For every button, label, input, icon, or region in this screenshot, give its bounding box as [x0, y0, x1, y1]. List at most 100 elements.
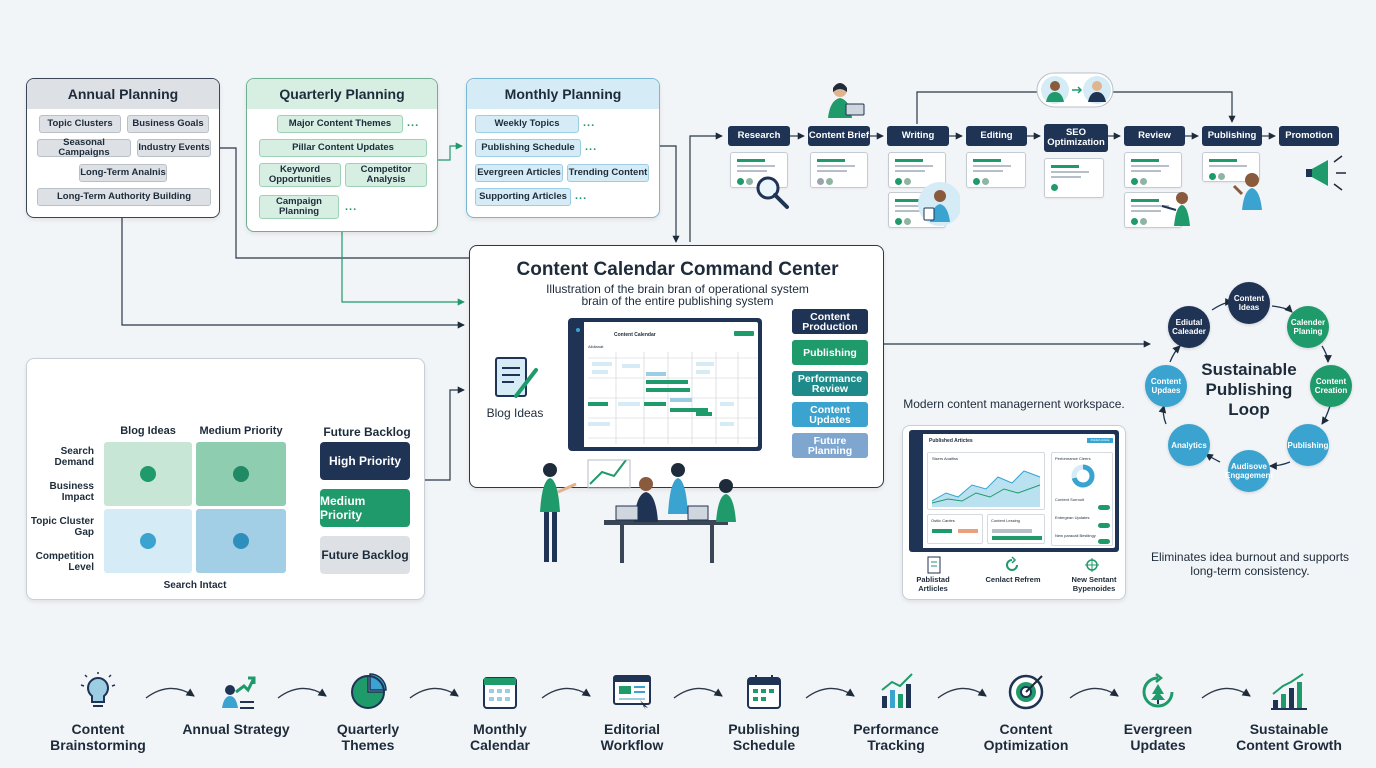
matrix-dot	[140, 533, 156, 549]
loop-note: Eliminates idea burnout and supports lon…	[1150, 550, 1350, 578]
calendar-screen-subtitle: Alldianat	[588, 344, 604, 349]
chip-supporting-articles: Supporting Articles	[475, 188, 571, 206]
more-dots: ...	[585, 141, 598, 153]
step-review: Review	[1124, 126, 1185, 146]
calendar-screen-title: Content Calendar	[614, 332, 656, 338]
chip-pillar-updates: Pillar Content Updates	[259, 139, 427, 157]
step-publishing: Publishing	[1202, 126, 1262, 146]
editing-card	[966, 152, 1026, 188]
flow-label-content-refresh: Cenlact Refrem	[985, 575, 1041, 584]
more-dots: ...	[345, 201, 358, 213]
magnifier-icon	[756, 176, 789, 209]
bottom-item-annual-strategy: Annual Strategy	[181, 672, 291, 737]
chip-long-term-analysis: Long-Term Analnis	[79, 164, 167, 182]
toggle-label: New paraoall Bestlingy	[1055, 533, 1096, 538]
flow-label-new-content: New Sentant Bypenoides	[1071, 575, 1117, 593]
step-content-brief: Content Brief	[808, 126, 870, 146]
workspace-card-label: Content Lessing	[991, 518, 1020, 523]
output-publishing: Publishing	[792, 340, 868, 365]
loop-node-engagement: Audisove Engagement	[1225, 450, 1273, 492]
loop-node-content-updates: Content Updaes	[1145, 365, 1187, 407]
chip-authority-building: Long-Term Authority Building	[37, 188, 211, 206]
priority-high: High Priority	[320, 442, 410, 480]
row-label-competition-level: Competition Level	[35, 551, 94, 573]
publish-article-button[interactable]: Publish Article	[1087, 438, 1113, 443]
bottom-label: Annual Strategy	[182, 721, 290, 737]
step-editing: Editing	[966, 126, 1027, 146]
chip-seasonal-campaigns: Seasonal Campaigns	[37, 138, 131, 158]
bottom-item-evergreen-updates: Evergreen Updates	[1103, 672, 1213, 753]
bottom-item-monthly-calendar: Monthly Calendar	[445, 672, 555, 753]
browser-window-icon	[613, 675, 651, 710]
workspace-card-label: Ostiic Cantes	[931, 518, 955, 523]
x-axis-label: Search Intact	[163, 580, 227, 591]
bottom-item-publishing-schedule: Publishing Schedule	[709, 672, 819, 753]
toggle-switch[interactable]	[1098, 505, 1110, 510]
blog-ideas-label: Blog Ideas	[486, 406, 544, 420]
review-card-2	[1124, 192, 1182, 228]
bottom-item-brainstorming: Content Brainstorming	[43, 672, 153, 753]
priority-medium: Medium Priority	[320, 489, 410, 527]
chip-keyword-opportunities: Keyword Opportunities	[259, 163, 341, 187]
command-center-subtitle-2: brain of the entire publishing system	[581, 294, 774, 308]
calendar-screen: Content Calendar Alldianat	[568, 318, 762, 451]
priority-backlog: Future Backlog	[320, 536, 410, 574]
chip-industry-events: Industry Events	[137, 139, 211, 157]
col-header-blog-ideas: Blog Ideas	[120, 425, 176, 437]
chip-campaign-planning: Campaign Planning	[259, 195, 339, 219]
step-promotion: Promotion	[1279, 126, 1339, 146]
loop-node-editorial-calendar: Ediutal Caleader	[1168, 306, 1210, 348]
bottom-item-quarterly-themes: Quarterly Themes	[313, 672, 423, 753]
output-content-production: Content Production	[792, 309, 868, 334]
chip-evergreen-articles: Evergreen Articles	[475, 164, 563, 182]
research-card	[730, 152, 788, 188]
pie-chart-icon	[351, 673, 387, 709]
workspace-monitor: Published Artictes Publish Article Siser…	[909, 430, 1119, 552]
calendar-grid	[588, 352, 758, 444]
workspace-panel: Published Artictes Publish Article Siser…	[902, 425, 1126, 600]
review-card	[1124, 152, 1182, 188]
row-label-search-demand: Search Demand	[54, 446, 94, 468]
row-label-topic-cluster-gap: Topic Cluster Gap	[30, 516, 94, 538]
refresh-tree-icon	[1142, 673, 1174, 708]
bottom-label: Quarterly Themes	[336, 721, 400, 753]
bottom-flow-arrows	[145, 687, 1251, 699]
chip-business-goals: Business Goals	[127, 115, 209, 133]
more-dots: ...	[407, 117, 420, 129]
command-center-title: Content Calendar Command Center	[516, 259, 839, 280]
loop-node-content-ideas: Content Ideas	[1228, 282, 1270, 324]
document-icon	[927, 556, 941, 574]
toggle-switch[interactable]	[1098, 539, 1110, 544]
loop-node-publishing: Publishing	[1287, 424, 1329, 466]
workspace-perf-label: Performance Cleers	[1055, 456, 1091, 461]
toggle-label: Content Surroult	[1055, 497, 1085, 502]
sparkle-refresh-icon	[1085, 558, 1099, 572]
toggle-switch[interactable]	[1098, 523, 1110, 528]
lightbulb-icon	[80, 672, 116, 707]
target-icon	[1008, 674, 1044, 710]
bar-chart-icon	[881, 673, 913, 708]
chip-weekly-topics: Weekly Topics	[475, 115, 579, 133]
monthly-planning-card: Monthly Planning Weekly Topics ... Publi…	[466, 78, 660, 218]
loop-title: Sustainable Publishing Loop	[1201, 360, 1297, 419]
refresh-icon	[1006, 556, 1018, 571]
bottom-label: Content Optimization	[983, 721, 1069, 753]
person-pointing-icon	[1232, 173, 1262, 210]
bottom-item-sustainable-growth: Sustainable Content Growth	[1234, 672, 1344, 753]
team-meeting-illustration	[540, 459, 736, 563]
more-dots: ...	[575, 190, 588, 202]
bottom-item-editorial-workflow: Editorial Workflow	[577, 672, 687, 753]
matrix-dot	[140, 466, 156, 482]
command-center-subtitle-1: Illustration of the brain bran of operat…	[546, 282, 809, 296]
area-chart-icon	[932, 470, 1041, 507]
bottom-label: Sustainable Content Growth	[1236, 721, 1342, 753]
bottom-label: Performance Tracking	[853, 721, 939, 753]
bottom-label: Monthly Calendar	[470, 721, 530, 753]
step-research: Research	[728, 126, 790, 146]
schedule-calendar-icon	[747, 675, 781, 709]
brief-card	[810, 152, 868, 188]
bottom-label: Editorial Workflow	[600, 721, 664, 753]
growth-bars-icon	[1271, 673, 1307, 710]
writing-card	[888, 152, 946, 188]
col-header-medium-priority: Medium Priority	[199, 425, 283, 437]
